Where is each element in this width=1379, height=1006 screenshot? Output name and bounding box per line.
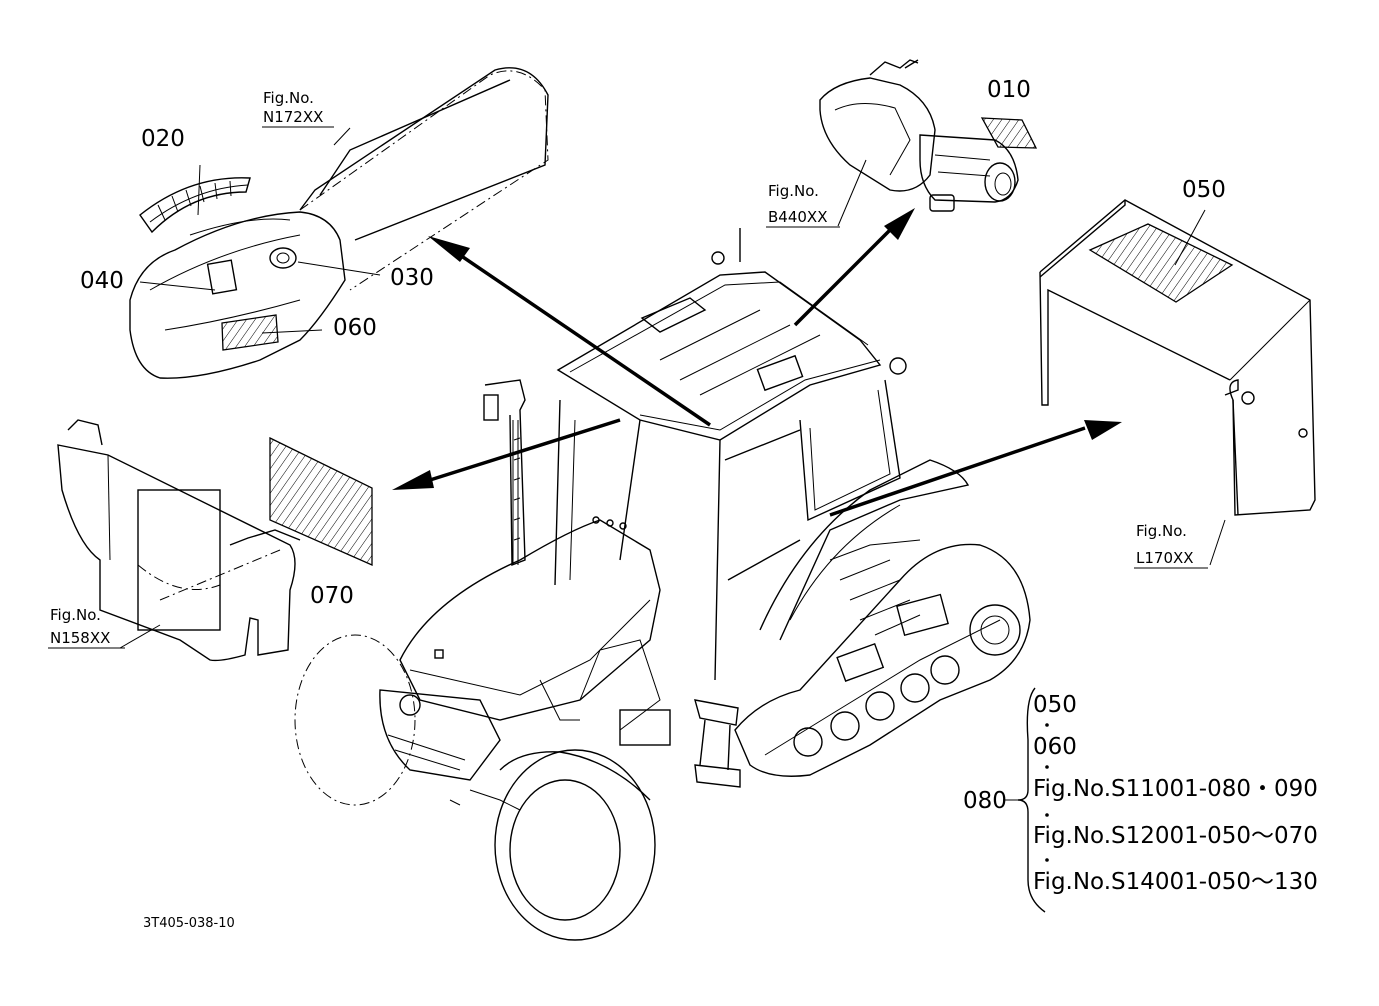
- tractor-drawing: [294, 228, 1031, 941]
- callout-010: 010: [987, 77, 1031, 103]
- callout-070: 070: [310, 583, 354, 609]
- bracket-item-1: 050: [1033, 692, 1077, 718]
- fender-panel-drawing: [1039, 199, 1316, 566]
- fig-reference-labels: Fig.No. N172XX Fig.No. B440XX Fig.No. L1…: [48, 89, 1208, 649]
- fig-ref-n172-code: N172XX: [263, 108, 323, 126]
- sun-visor-drawing: [57, 419, 373, 662]
- callout-020: 020: [141, 126, 185, 152]
- fig-ref-l170-code: L170XX: [1136, 549, 1194, 567]
- wiper-motor-drawing: [819, 59, 1038, 227]
- leader-arrows: [392, 208, 1122, 517]
- callout-080: 080: [963, 788, 1007, 814]
- callout-labels: 010 020 030 040 050 060 070 080: [80, 77, 1226, 814]
- bracket-list: 050 060 Fig.No.S11001-080・090 Fig.No.S12…: [1003, 687, 1318, 913]
- bracket-item-3: Fig.No.S11001-080・090: [1033, 776, 1318, 802]
- callout-030: 030: [390, 265, 434, 291]
- fig-ref-n158-label: Fig.No.: [50, 606, 101, 624]
- fig-ref-l170-label: Fig.No.: [1136, 522, 1187, 540]
- diagram-id: 3T405-038-10: [143, 916, 235, 931]
- fig-ref-n158-code: N158XX: [50, 629, 110, 647]
- bracket-item-5: Fig.No.S14001-050～130: [1033, 869, 1318, 895]
- callout-060: 060: [333, 315, 377, 341]
- callout-040: 040: [80, 268, 124, 294]
- fig-ref-n172-label: Fig.No.: [263, 89, 314, 107]
- bracket-item-2: 060: [1033, 734, 1077, 760]
- fig-ref-b440-label: Fig.No.: [768, 182, 819, 200]
- armrest-console-drawing: [129, 67, 549, 379]
- callout-050: 050: [1182, 177, 1226, 203]
- fig-ref-b440-code: B440XX: [768, 208, 827, 226]
- bracket-item-4: Fig.No.S12001-050～070: [1033, 823, 1318, 849]
